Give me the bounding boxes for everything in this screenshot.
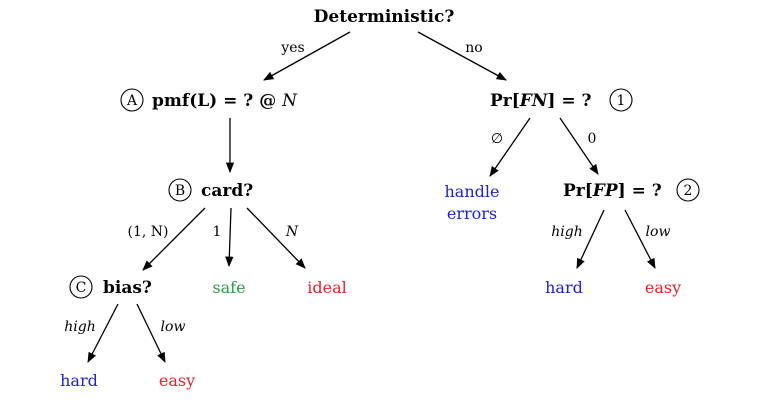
- marker-a: A: [126, 93, 138, 109]
- edge-label-bias-low: low: [161, 319, 186, 335]
- edge-fn-handle: [489, 117, 531, 177]
- leaf-hard-right: hard: [545, 278, 583, 297]
- marker-2-circle: [676, 178, 700, 202]
- card-label: card?: [201, 181, 253, 201]
- leaf-easy-left: easy: [159, 371, 195, 390]
- edge-bias-hard: [87, 303, 119, 363]
- marker-b-circle: [168, 178, 192, 202]
- marker-a-circle: [120, 88, 144, 112]
- edge-label-N: N: [285, 224, 299, 240]
- leaf-ideal: ideal: [307, 278, 346, 297]
- node-bias: C bias?: [69, 275, 152, 299]
- edge-card-safe: [225, 207, 234, 268]
- edge-label-fp-high: high: [551, 224, 582, 240]
- leaf-hard-left: hard: [60, 371, 98, 390]
- node-prfn: Pr[FN] = ? 1: [490, 88, 633, 112]
- prfn-var: FN: [519, 91, 549, 111]
- edge-fn-prfp: [559, 117, 599, 175]
- pmf-label: pmf(L) = ? @ N: [152, 91, 298, 111]
- prfp-var: FP: [592, 181, 619, 201]
- prfp-pre: Pr[: [563, 181, 593, 201]
- edge-root-no: [417, 31, 507, 81]
- bias-label: bias?: [103, 278, 152, 298]
- marker-c-circle: [69, 275, 93, 299]
- node-prfp: Pr[FP] = ? 2: [563, 178, 700, 202]
- pmf-text: pmf(L) = ? @: [152, 91, 282, 111]
- edge-label-no: no: [465, 40, 482, 56]
- edge-label-1N: (1, N): [128, 224, 169, 240]
- marker-c: C: [76, 280, 87, 296]
- prfn-pre: Pr[: [490, 91, 520, 111]
- edge-label-1: 1: [213, 224, 222, 240]
- marker-b: B: [175, 183, 185, 199]
- marker-2: 2: [684, 183, 693, 199]
- prfn-label: Pr[FN] = ?: [490, 91, 592, 111]
- edge-label-empty: ∅: [491, 131, 503, 147]
- prfp-post: ] = ?: [618, 181, 662, 201]
- prfp-label: Pr[FP] = ?: [563, 181, 662, 201]
- leaf-handle-errors: handle errors: [445, 182, 500, 223]
- leaf-easy-right: easy: [645, 278, 681, 297]
- node-pmf: A pmf(L) = ? @ N: [120, 88, 298, 112]
- prfn-post: ] = ?: [547, 91, 591, 111]
- edge-root-yes: [263, 31, 351, 81]
- node-card: B card?: [168, 178, 253, 202]
- edge-label-fp-low: low: [646, 224, 671, 240]
- pmf-var: N: [281, 91, 298, 111]
- edge-label-yes: yes: [280, 40, 304, 56]
- edge-label-bias-high: high: [64, 319, 95, 335]
- marker-1-circle: [609, 88, 633, 112]
- root-node: Deterministic?: [314, 7, 455, 27]
- edge-card-bias: [142, 207, 206, 271]
- leaf-handle-line1: handle: [445, 182, 500, 201]
- edge-label-zero: 0: [588, 131, 597, 147]
- leaf-safe: safe: [212, 278, 245, 297]
- edge-fp-easy: [624, 209, 656, 269]
- marker-1: 1: [617, 93, 626, 109]
- edge-bias-easy: [136, 303, 166, 363]
- leaf-handle-line2: errors: [447, 204, 497, 223]
- edge-card-ideal: [246, 207, 306, 269]
- edge-fp-hard: [576, 209, 605, 269]
